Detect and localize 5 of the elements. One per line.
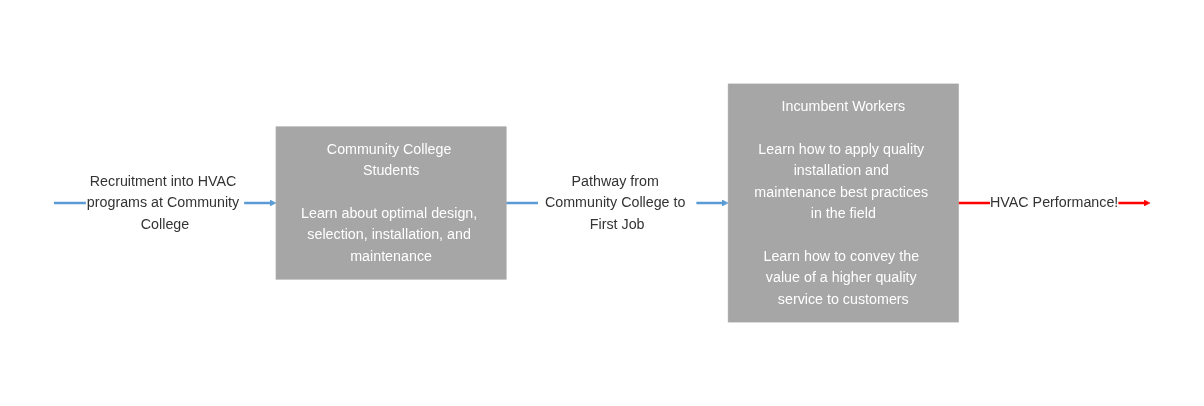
edge-label: Pathway from Community College to First Job: [544, 173, 686, 232]
edge-label: HVAC Performance!: [990, 194, 1119, 211]
node-box: Community College Students Learn about optimal design, selection, installation, and maintenance: [275, 126, 507, 280]
edge-label: Recruitment into HVAC programs at Community College: [86, 173, 240, 232]
node-box: Incumbent Workers Learn how to apply quality installation and maintenance best practices in the field Learn how to convey the value of a higher quality service to customers: [727, 83, 959, 323]
